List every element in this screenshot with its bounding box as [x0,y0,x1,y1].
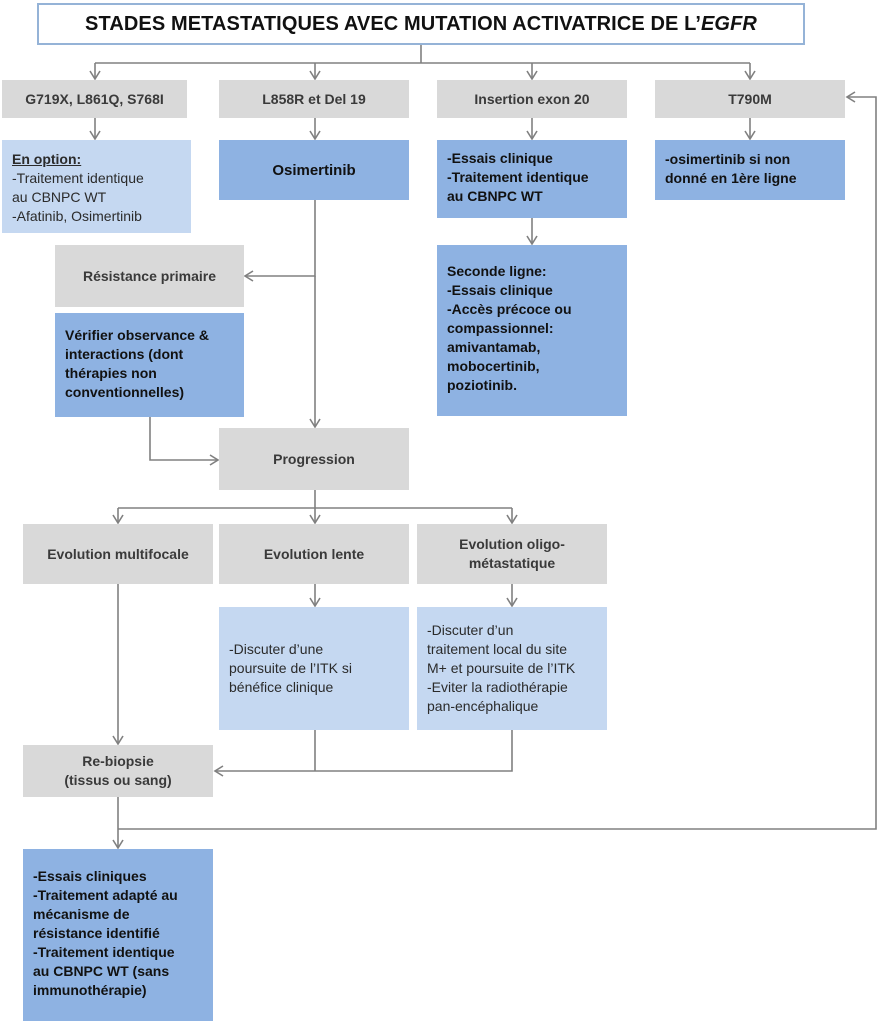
exon20-second-line: amivantamab, [447,339,541,355]
t790m-treatment-line: donné en 1ère ligne [665,170,797,186]
verifier-line: Vérifier observance & [65,327,209,343]
oligo-note-box: -Discuter d’un traitement local du site … [417,607,607,730]
g719x-option-line: au CBNPC WT [12,189,107,205]
exon20-first-line: -Essais clinique [447,150,553,166]
t790m-treatment-box: -osimertinib si non donné en 1ère ligne [655,140,845,200]
final-line: mécanisme de [33,906,130,922]
evolution-lente-label: Evolution lente [263,545,365,562]
resistance-label: Résistance primaire [82,267,217,284]
evolution-lente-box: Evolution lente [219,524,409,584]
osimertinib-label: Osimertinib [272,161,356,179]
exon20-second-line: Seconde ligne: [447,263,547,279]
g719x-option-line: -Afatinib, Osimertinib [12,208,142,224]
mutation-t790m-box: T790M [655,80,845,118]
title-gene: EGFR [700,12,757,35]
lente-note-line: bénéfice clinique [229,679,334,695]
lente-note-box: -Discuter d’une poursuite de l’ITK si bé… [219,607,409,730]
final-line: -Traitement adapté au [33,887,178,903]
evolution-oligo-box: Evolution oligo- métastatique [417,524,607,584]
evolution-oligo-line: métastatique [468,555,556,571]
title-main: STADES METASTATIQUES AVEC MUTATION ACTIV… [85,12,701,35]
rebiopsie-line: (tissus ou sang) [64,772,172,788]
final-line: résistance identifié [33,925,160,941]
rebiopsie-box: Re-biopsie (tissus ou sang) [23,745,213,797]
diagram-title: STADES METASTATIQUES AVEC MUTATION ACTIV… [37,3,805,45]
progression-box: Progression [219,428,409,490]
arrow-progression-branch [118,490,512,509]
exon20-second-line: -Essais clinique [447,282,553,298]
arrow-verifier-progression [149,417,220,466]
oligo-note-line: -Eviter la radiothérapie [427,679,568,695]
lente-note-line: -Discuter d’une [229,641,324,657]
verifier-line: conventionnelles) [65,384,185,400]
exon20-second-line: -Accès précoce ou [447,301,572,317]
exon20-second-line: poziotinib. [447,377,517,393]
progression-label: Progression [273,450,355,467]
verifier-line: thérapies non [65,365,157,381]
exon20-first-box: -Essais clinique -Traitement identique a… [437,140,627,218]
g719x-option-box: En option: -Traitement identique au CBNP… [2,140,191,233]
final-line: au CBNPC WT (sans [33,963,170,979]
exon20-first-line: au CBNPC WT [447,188,543,204]
oligo-note-line: pan-encéphalique [427,698,539,714]
mutation-g719x-box: G719X, L861Q, S768I [2,80,187,118]
arrow-notes-rebiopsie [215,730,513,771]
t790m-treatment-line: -osimertinib si non [665,151,791,167]
mutation-l858r-box: L858R et Del 19 [219,80,409,118]
g719x-option-line: -Traitement identique [12,170,144,186]
mutation-exon20-box: Insertion exon 20 [437,80,627,118]
oligo-note-line: -Discuter d’un [427,622,514,638]
lente-note-line: poursuite de l’ITK si [229,660,352,676]
arrow-title-branch [95,45,750,64]
mutation-l858r-label: L858R et Del 19 [262,90,366,107]
arrow-osimertinib-resistance [243,200,316,282]
exon20-second-line: compassionnel: [447,320,554,336]
final-line: -Essais cliniques [33,868,147,884]
resistance-box: Résistance primaire [55,245,244,307]
exon20-first-line: -Traitement identique [447,169,589,185]
arrow-feedback-t790m [118,91,877,830]
final-line: -Traitement identique [33,944,175,960]
oligo-note-line: M+ et poursuite de l’ITK [427,660,576,676]
osimertinib-box: Osimertinib [219,140,409,200]
rebiopsie-line: Re-biopsie [82,753,154,769]
final-box: -Essais cliniques -Traitement adapté au … [23,849,213,1021]
mutation-exon20-label: Insertion exon 20 [474,90,590,107]
exon20-second-line: mobocertinib, [447,358,540,374]
mutation-t790m-label: T790M [728,90,772,107]
g719x-option-heading: En option: [12,151,82,167]
evolution-oligo-line: Evolution oligo- [459,536,565,552]
oligo-note-line: traitement local du site [427,641,568,657]
evolution-multifocale-label: Evolution multifocale [47,545,189,562]
evolution-multifocale-box: Evolution multifocale [23,524,213,584]
final-line: immunothérapie) [33,982,147,998]
mutation-g719x-label: G719X, L861Q, S768I [25,90,164,107]
verifier-line: interactions (dont [65,346,184,362]
verifier-box: Vérifier observance & interactions (dont… [55,313,244,417]
exon20-second-box: Seconde ligne: -Essais clinique -Accès p… [437,245,627,416]
